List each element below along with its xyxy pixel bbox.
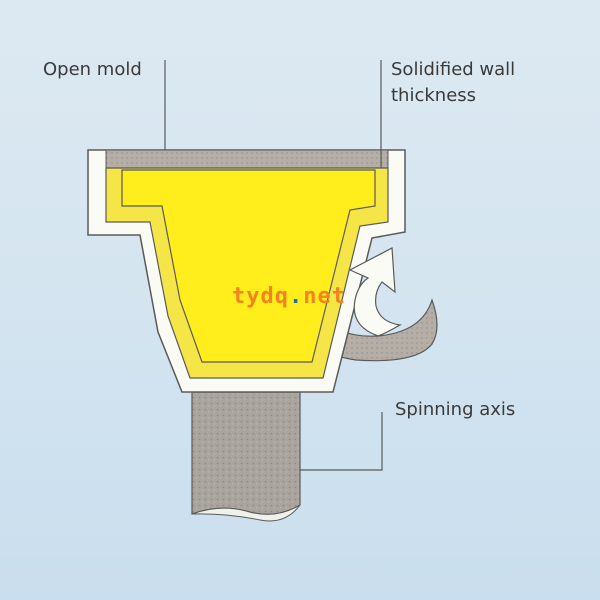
- solidified-wall-label-line1: Solidified wall: [391, 59, 516, 80]
- solidified-wall-label: Solidified wall thickness: [391, 57, 515, 109]
- rotation-arrow-head: [348, 247, 402, 337]
- mold-lid: [105, 149, 389, 169]
- site-watermark: tydq.net: [232, 284, 346, 309]
- open-mold-label: Open mold: [43, 59, 142, 80]
- molten-material: [121, 169, 376, 363]
- spinning-axis-label: Spinning axis: [395, 399, 516, 420]
- watermark-part2: net: [303, 284, 346, 309]
- watermark-dot: .: [288, 284, 304, 309]
- solidified-wall-label-line2: thickness: [391, 85, 477, 106]
- spinning-shaft: [191, 391, 301, 522]
- axis-leader-line: [300, 412, 383, 471]
- watermark-part1: tydq: [232, 284, 289, 309]
